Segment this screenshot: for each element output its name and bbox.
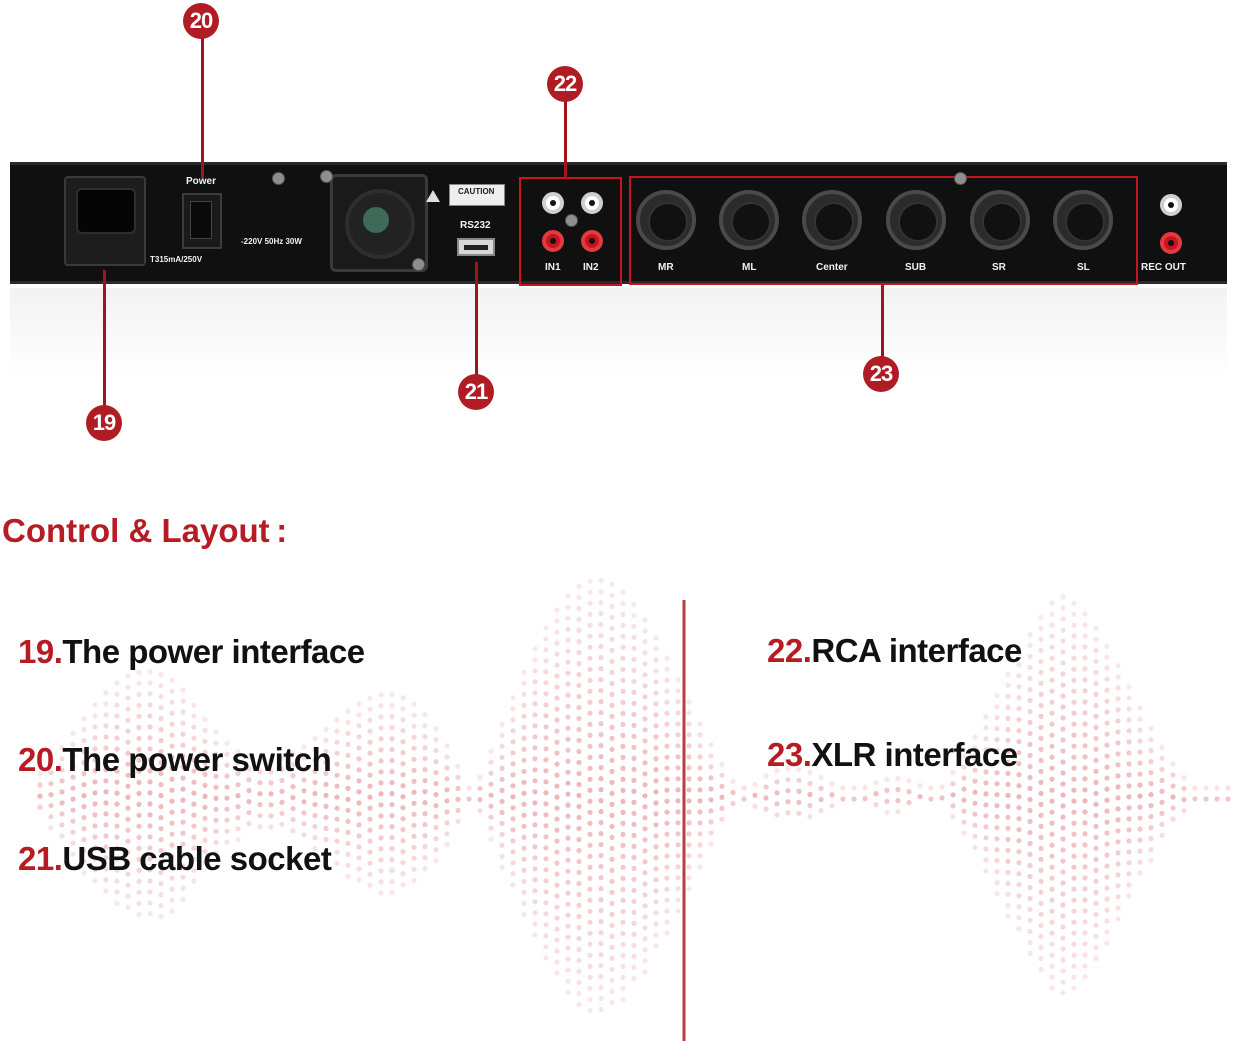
callout-badge-22: 22 [547, 66, 583, 102]
screw [412, 258, 425, 271]
xlr-sub-label: SUB [905, 262, 927, 273]
feature-number: 22. [767, 632, 812, 669]
power-label: Power [186, 176, 217, 187]
xlr-sr [970, 190, 1030, 250]
callout-line-20 [201, 36, 204, 178]
rca-in1-top [542, 192, 564, 214]
callout-line-23 [881, 285, 884, 360]
feature-text: XLR interface [811, 736, 1018, 773]
callout-badge-21: 21 [458, 374, 494, 410]
power-inlet [64, 176, 146, 266]
xlr-sl-label: SL [1077, 262, 1090, 273]
xlr-ml [719, 190, 779, 250]
feature-item-22: 22.RCA interface [767, 632, 1022, 670]
caution-label: CAUTION [458, 187, 495, 196]
voltage-label: -220V 50Hz 30W [241, 237, 302, 246]
feature-item-20: 20.The power switch [18, 741, 332, 779]
soundwave-decoration [37, 578, 1231, 1041]
screw [954, 172, 967, 185]
rs232-label: RS232 [460, 220, 491, 231]
feature-number: 23. [767, 736, 812, 773]
feature-text: The power switch [62, 741, 332, 778]
callout-badge-19: 19 [86, 405, 122, 441]
rca-highlight-box [519, 177, 622, 286]
rec-out-top [1160, 194, 1182, 216]
callout-line-21 [475, 262, 478, 378]
section-heading: Control & Layout : [2, 512, 288, 549]
feature-text: RCA interface [811, 632, 1022, 669]
xlr-sub [886, 190, 946, 250]
power-switch [182, 193, 222, 249]
fuse-label: T315mA/250V [150, 255, 203, 264]
cooling-fan [330, 174, 428, 272]
xlr-sr-label: SR [992, 262, 1006, 273]
xlr-highlight-box [629, 176, 1138, 285]
power-inlet-socket [76, 188, 136, 234]
feature-text: USB cable socket [62, 840, 332, 877]
feature-item-21: 21.USB cable socket [18, 840, 332, 878]
panel-reflection [10, 288, 1227, 378]
feature-number: 19. [18, 633, 63, 670]
rca-in2-top [581, 192, 603, 214]
xlr-sl [1053, 190, 1113, 250]
feature-item-23: 23.XLR interface [767, 736, 1018, 774]
rca-in2 [581, 230, 603, 252]
rca-in2-label: IN2 [583, 262, 599, 273]
callout-line-19 [103, 270, 106, 408]
rca-in1-label: IN1 [545, 262, 561, 273]
callout-badge-23: 23 [863, 356, 899, 392]
screw [565, 214, 578, 227]
usb-port [457, 238, 495, 256]
warning-icon [426, 190, 440, 202]
screw [320, 170, 333, 183]
feature-number: 20. [18, 741, 63, 778]
xlr-mr [636, 190, 696, 250]
screw [272, 172, 285, 185]
rec-out-label: REC OUT [1141, 262, 1186, 273]
callout-badge-20: 20 [183, 3, 219, 39]
feature-item-19: 19.The power interface [18, 633, 365, 671]
callout-line-22 [564, 100, 567, 178]
xlr-center [802, 190, 862, 250]
xlr-mr-label: MR [658, 262, 674, 273]
feature-number: 21. [18, 840, 63, 877]
feature-text: The power interface [62, 633, 365, 670]
rec-out-bottom [1160, 232, 1182, 254]
xlr-ml-label: ML [742, 262, 757, 273]
rca-in1 [542, 230, 564, 252]
xlr-center-label: Center [816, 262, 848, 273]
caution-sticker: CAUTION [449, 184, 505, 206]
